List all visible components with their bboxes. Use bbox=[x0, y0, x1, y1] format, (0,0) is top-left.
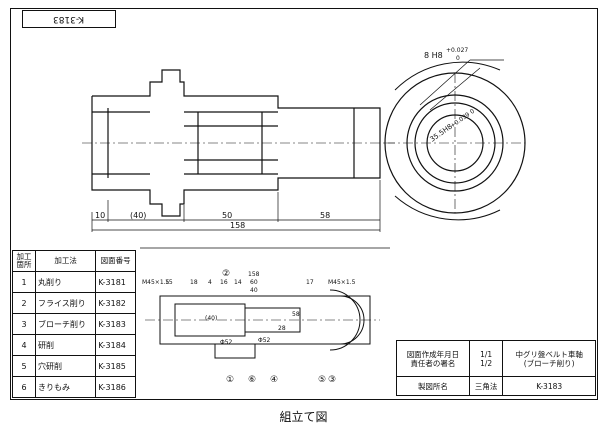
asm-label-60: 60 bbox=[250, 279, 258, 286]
row-drawing: K-3181 bbox=[95, 271, 136, 293]
drawing-number-cell: K-3183 bbox=[502, 376, 596, 396]
dim-58: 58 bbox=[320, 211, 330, 220]
asm-label-phi52b: Φ52 bbox=[258, 337, 271, 344]
part-name-cell: 中グリ盤ベルト車軸(ブローチ削り) bbox=[502, 339, 596, 378]
row-drawing: K-3186 bbox=[95, 376, 136, 398]
asm-label-28: 28 bbox=[278, 325, 286, 332]
tol-lower: 0 bbox=[456, 55, 460, 62]
dim-40: (40) bbox=[130, 211, 146, 220]
asm-label-40p: (40) bbox=[205, 315, 217, 322]
balloon-5: ⑤ bbox=[318, 375, 326, 385]
row-no: 4 bbox=[12, 334, 36, 356]
drawing-sheet bbox=[10, 8, 598, 400]
row-no: 5 bbox=[12, 355, 36, 377]
row-method: きりもみ bbox=[34, 376, 97, 398]
dim-10: 10 bbox=[95, 211, 105, 220]
callout-tol: +0.039 0 bbox=[449, 108, 476, 130]
asm-label-17: 17 bbox=[306, 279, 314, 286]
asm-label-m45a: M45×1.5 bbox=[142, 279, 170, 286]
dim-158: 158 bbox=[230, 221, 245, 230]
tol-upper: +0.027 bbox=[446, 47, 468, 54]
asm-label-4: 4 bbox=[208, 279, 212, 286]
balloon-3: ③ bbox=[328, 375, 336, 385]
balloon-1: ① bbox=[226, 375, 234, 385]
asm-label-158: 158 bbox=[248, 271, 260, 278]
balloon-2: ② bbox=[222, 269, 230, 279]
asm-label-18: 18 bbox=[190, 279, 198, 286]
row-drawing: K-3185 bbox=[95, 355, 136, 377]
row-drawing: K-3183 bbox=[95, 313, 136, 335]
asm-label-58: 58 bbox=[292, 311, 300, 318]
row-method: フライス削り bbox=[34, 292, 97, 314]
asm-label-15: 15 bbox=[165, 279, 173, 286]
header-drawing-no: 図面番号 bbox=[95, 250, 136, 272]
row-no: 3 bbox=[12, 313, 36, 335]
dim-50: 50 bbox=[222, 211, 232, 220]
asm-label-m45b: M45×1.5 bbox=[328, 279, 356, 286]
balloon-4: ④ bbox=[270, 375, 278, 385]
row-drawing: K-3182 bbox=[95, 292, 136, 314]
row-no: 1 bbox=[12, 271, 36, 293]
creation-date-label: 図面作成年月日責任者の署名 bbox=[396, 339, 470, 378]
projection-cell: 三角法 bbox=[468, 376, 504, 396]
asm-label-14: 14 bbox=[234, 279, 242, 286]
figure-caption: 組立て図 bbox=[279, 410, 328, 424]
part-number-tab: K-3183 bbox=[22, 10, 116, 28]
row-no: 6 bbox=[12, 376, 36, 398]
asm-label-phi52a: Φ52 bbox=[220, 339, 233, 346]
maker-label: 製図所名 bbox=[396, 376, 470, 396]
asm-label-40: 40 bbox=[250, 287, 258, 294]
tol-width: 8 H8 bbox=[424, 51, 443, 60]
row-method: 穴研削 bbox=[34, 355, 97, 377]
header-method: 加工法 bbox=[34, 250, 97, 272]
balloon-6: ⑥ bbox=[248, 375, 256, 385]
row-method: 丸削り bbox=[34, 271, 97, 293]
row-method: ブローチ削り bbox=[34, 313, 97, 335]
row-drawing: K-3184 bbox=[95, 334, 136, 356]
row-method: 研削 bbox=[34, 334, 97, 356]
header-location: 加工箇所 bbox=[12, 250, 36, 272]
row-no: 2 bbox=[12, 292, 36, 314]
asm-label-16: 16 bbox=[220, 279, 228, 286]
